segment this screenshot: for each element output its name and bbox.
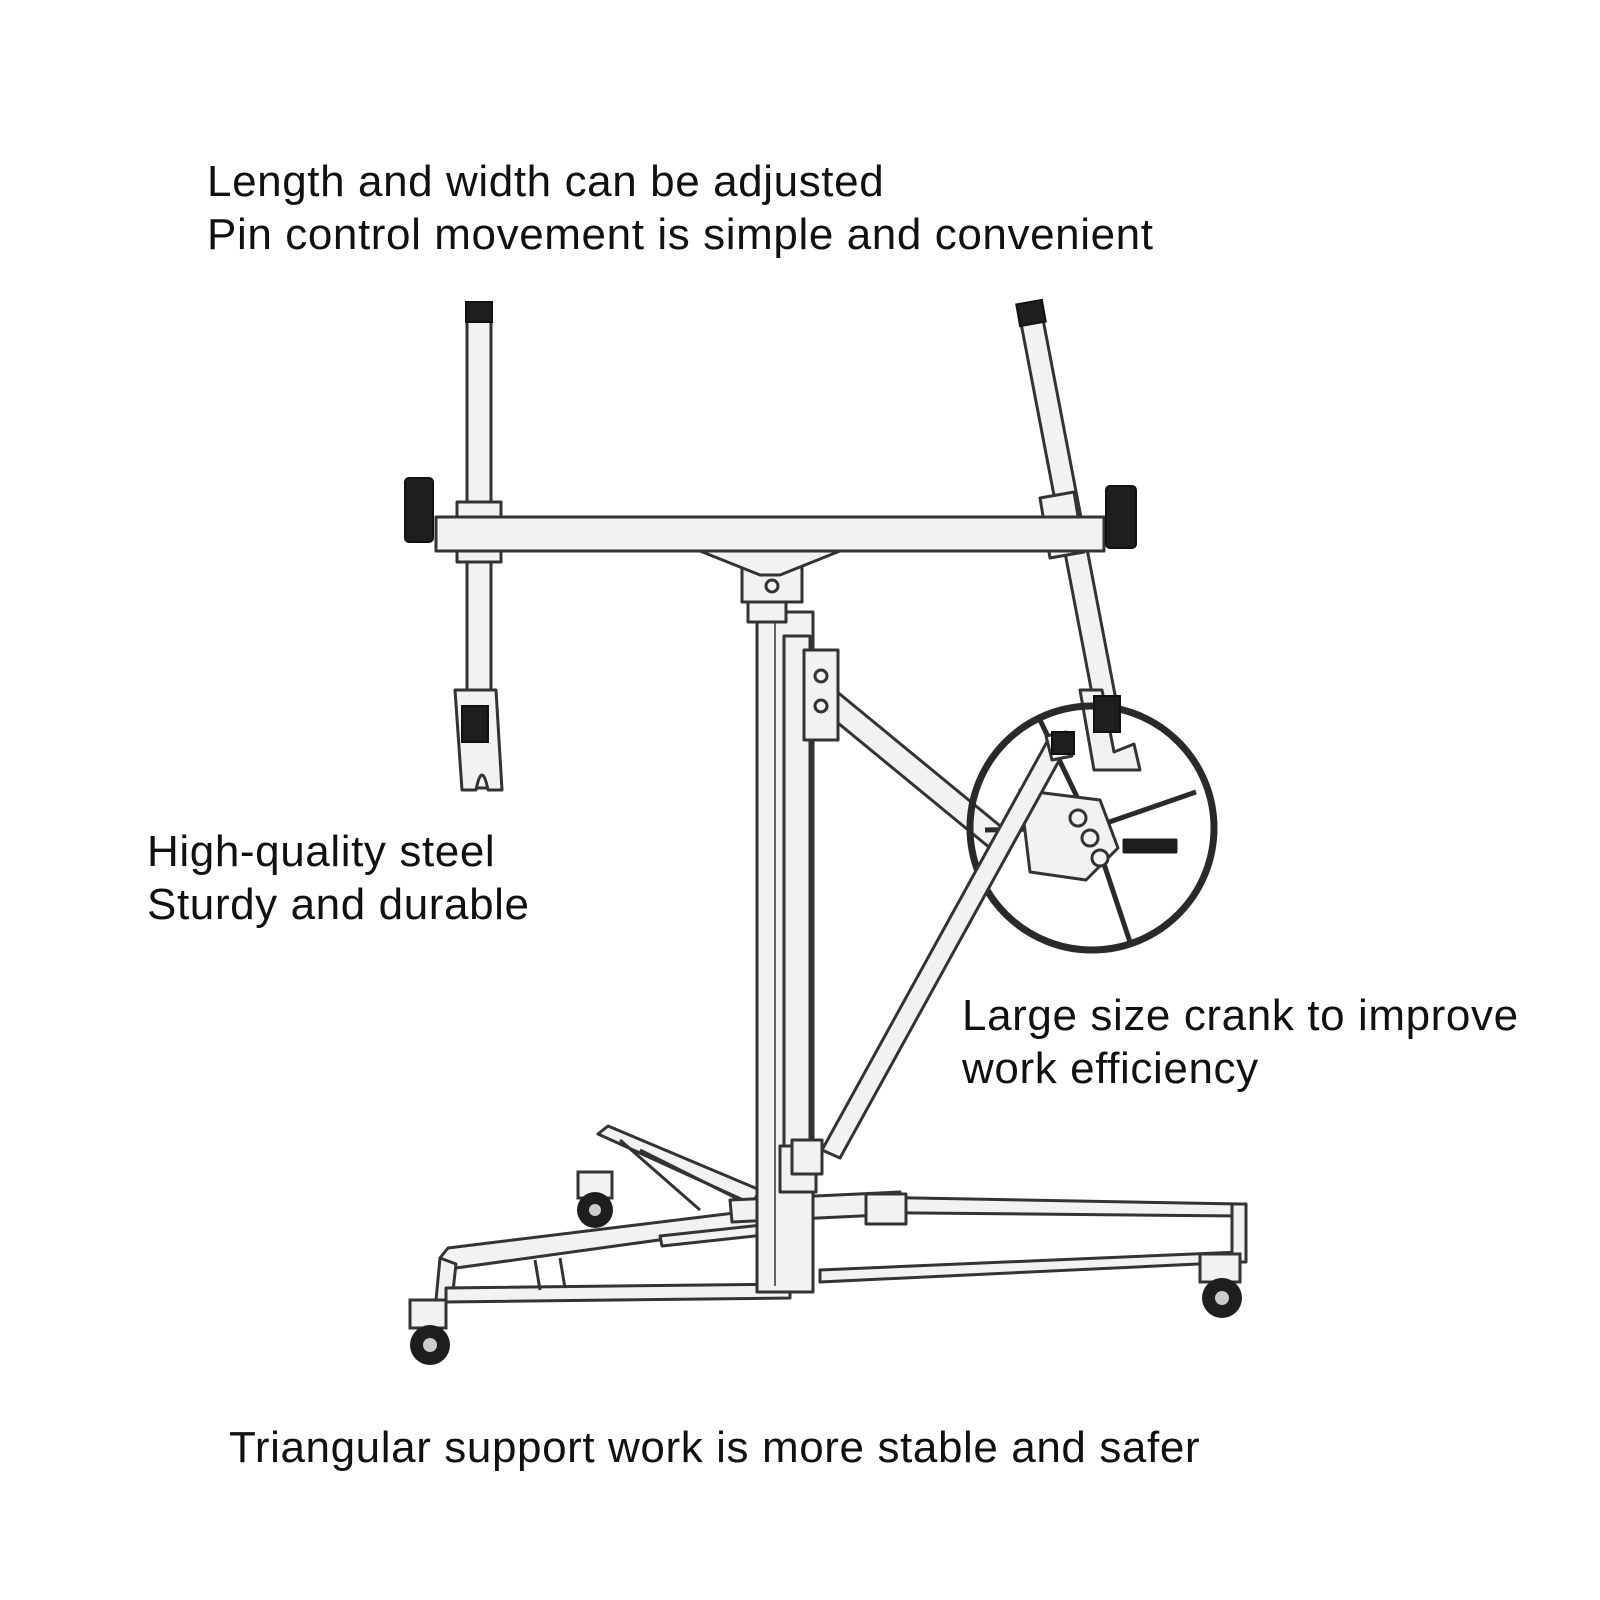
mast-top-pin bbox=[764, 578, 780, 594]
left-arm-top-cap bbox=[465, 301, 493, 323]
caption-steel: High-quality steel Sturdy and durable bbox=[147, 825, 530, 931]
right-arm-bottom-clamp bbox=[1093, 695, 1121, 733]
caster-front-left bbox=[408, 1298, 450, 1365]
strut-top-knob bbox=[1051, 731, 1075, 755]
beam-right-pin-knob bbox=[1105, 485, 1137, 549]
right-arm-top-cap bbox=[1015, 298, 1047, 328]
caster-right bbox=[1198, 1252, 1242, 1318]
caption-steel-line2: Sturdy and durable bbox=[147, 880, 530, 929]
caption-crank-line2: work efficiency bbox=[962, 1044, 1259, 1093]
caption-steel-line1: High-quality steel bbox=[147, 827, 496, 876]
strut-mount-bracket bbox=[790, 1138, 824, 1176]
base-rear-left-leg bbox=[596, 1124, 762, 1212]
caption-adjustable-line1: Length and width can be adjusted bbox=[207, 157, 885, 206]
caption-adjustable-line2: Pin control movement is simple and conve… bbox=[207, 210, 1154, 259]
caption-crank: Large size crank to improve work efficie… bbox=[962, 989, 1519, 1095]
caption-support-line1: Triangular support work is more stable a… bbox=[229, 1423, 1201, 1472]
caption-adjustable: Length and width can be adjusted Pin con… bbox=[207, 155, 1154, 261]
left-arm-bottom-clamp bbox=[461, 705, 489, 743]
caption-crank-line1: Large size crank to improve bbox=[962, 991, 1519, 1040]
winch-box bbox=[1018, 788, 1120, 882]
caption-support: Triangular support work is more stable a… bbox=[229, 1421, 1200, 1474]
base-hub-clamp bbox=[864, 1192, 908, 1226]
crank-brace-arm bbox=[802, 648, 1012, 850]
cross-beam bbox=[434, 515, 1106, 577]
beam-left-pin-knob bbox=[404, 477, 434, 543]
crank-handle bbox=[1122, 838, 1178, 854]
caster-rear-left bbox=[576, 1170, 614, 1228]
